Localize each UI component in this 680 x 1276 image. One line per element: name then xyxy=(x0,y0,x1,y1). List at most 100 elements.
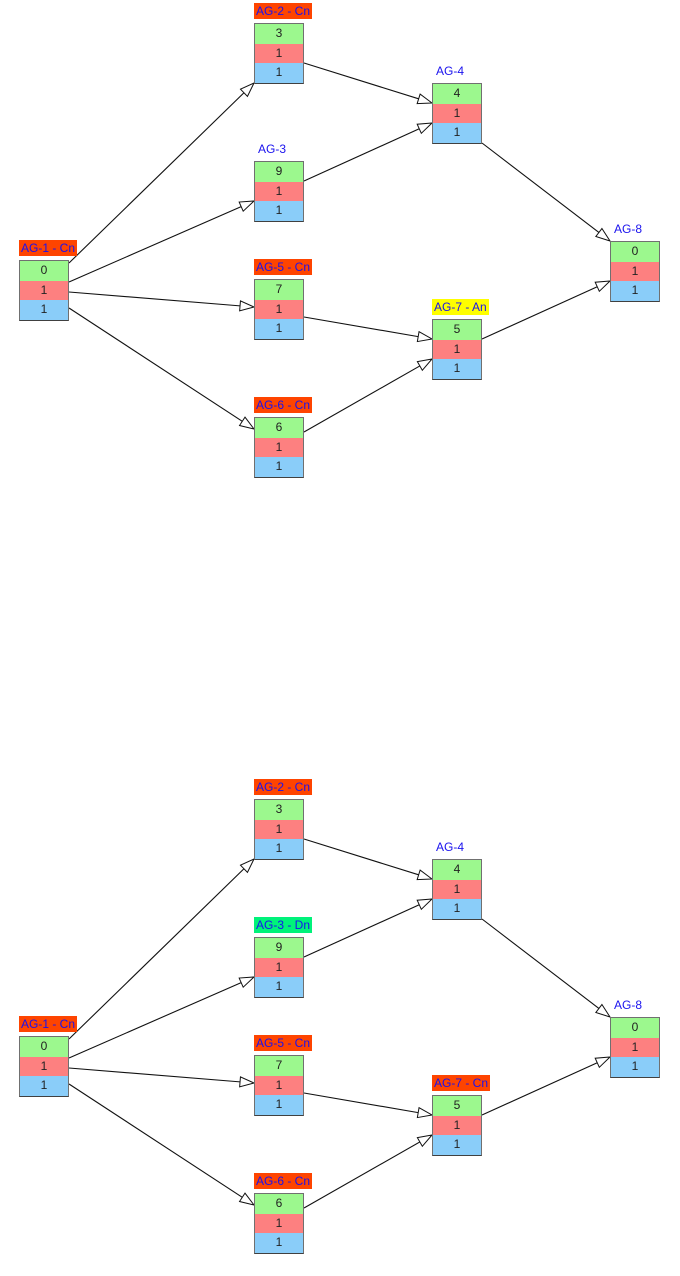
node-value-row-1: 9 xyxy=(255,938,303,958)
edge-line xyxy=(303,904,420,958)
arrowhead-icon xyxy=(595,1003,612,1018)
node-value-row-1: 0 xyxy=(611,1018,659,1038)
node-value-row-2: 1 xyxy=(433,1115,481,1136)
edge-line xyxy=(481,918,600,1009)
edge-ag7-ag8 xyxy=(481,280,612,340)
node-value-row-3: 1 xyxy=(433,359,481,380)
node-value-row-3: 1 xyxy=(255,319,303,340)
edge-line xyxy=(68,1083,243,1198)
edge-ag6-ag7 xyxy=(303,358,434,433)
node-value-row-1: 0 xyxy=(20,1037,68,1057)
edge-ag1-ag6 xyxy=(68,1083,256,1206)
node-value-row-2: 1 xyxy=(255,819,303,840)
node-value-row-1: 0 xyxy=(20,261,68,281)
edge-line xyxy=(303,62,419,100)
arrowhead-icon xyxy=(416,1106,434,1119)
node-value-row-3: 1 xyxy=(255,1233,303,1254)
arrowhead-icon xyxy=(594,280,612,293)
node-label: AG-5 - Cn xyxy=(254,1035,313,1051)
edge-line xyxy=(481,142,600,233)
arrowhead-icon xyxy=(416,93,434,105)
edge-line xyxy=(68,982,242,1059)
node-label: AG-8 xyxy=(614,998,643,1012)
node-value-row-1: 5 xyxy=(433,320,481,340)
node-value-row-2: 1 xyxy=(611,261,659,282)
node-value-row-3: 1 xyxy=(255,839,303,860)
edge-ag1-ag2 xyxy=(68,857,256,1040)
node-label: AG-6 - Cn xyxy=(254,1173,313,1189)
node-label: AG-5 - Cn xyxy=(254,259,313,275)
edge-ag2-ag4 xyxy=(303,62,434,105)
edge-line xyxy=(303,838,419,876)
arrowhead-icon xyxy=(238,416,256,430)
edge-ag1-ag3 xyxy=(68,976,256,1059)
edge-line xyxy=(68,307,243,422)
node-value-row-3: 1 xyxy=(611,1057,659,1078)
arrowhead-icon xyxy=(416,358,434,372)
node-value-row-1: 6 xyxy=(255,418,303,438)
node-value-row-2: 1 xyxy=(255,1075,303,1096)
node-value-row-3: 1 xyxy=(255,977,303,998)
node-value-row-1: 7 xyxy=(255,1056,303,1076)
node-value-row-3: 1 xyxy=(255,457,303,478)
node-value-row-3: 1 xyxy=(433,123,481,144)
node-value-row-1: 4 xyxy=(433,860,481,880)
node-label: AG-1 - Cn xyxy=(19,240,78,256)
arrowhead-icon xyxy=(594,1056,612,1069)
arrowhead-icon xyxy=(239,300,256,312)
node-value-row-2: 1 xyxy=(20,280,68,301)
arrowhead-icon xyxy=(416,898,434,911)
node-label: AG-2 - Cn xyxy=(254,779,313,795)
arrowhead-icon xyxy=(416,330,434,343)
node-value-row-2: 1 xyxy=(433,103,481,124)
edge-ag1-ag6 xyxy=(68,307,256,430)
arrowhead-icon xyxy=(416,122,434,135)
node-label: AG-8 xyxy=(614,222,643,236)
edge-ag3-ag4 xyxy=(303,122,434,182)
arrowhead-icon xyxy=(239,1076,256,1088)
node-value-row-1: 3 xyxy=(255,800,303,820)
edge-ag2-ag4 xyxy=(303,838,434,881)
edge-ag5-ag7 xyxy=(303,316,434,343)
edges-layer xyxy=(68,838,612,1209)
edge-line xyxy=(68,206,242,283)
node-value-row-3: 1 xyxy=(255,201,303,222)
node-value-row-1: 3 xyxy=(255,24,303,44)
edge-line xyxy=(303,365,421,433)
edge-ag5-ag7 xyxy=(303,1092,434,1119)
edges-layer xyxy=(68,62,612,433)
node-label: AG-7 - An xyxy=(432,299,489,315)
node-value-row-2: 1 xyxy=(433,339,481,360)
edge-ag4-ag8 xyxy=(481,142,612,242)
node-value-row-3: 1 xyxy=(433,1135,481,1156)
node-value-row-2: 1 xyxy=(255,43,303,64)
node-value-row-2: 1 xyxy=(611,1037,659,1058)
node-value-row-3: 1 xyxy=(20,1076,68,1097)
edge-ag6-ag7 xyxy=(303,1134,434,1209)
edge-line xyxy=(481,1062,598,1116)
node-value-row-1: 0 xyxy=(611,242,659,262)
node-value-row-3: 1 xyxy=(611,281,659,302)
edge-ag4-ag8 xyxy=(481,918,612,1018)
node-value-row-1: 9 xyxy=(255,162,303,182)
node-value-row-2: 1 xyxy=(255,181,303,202)
edge-line xyxy=(303,1141,421,1209)
edge-line xyxy=(303,1092,419,1114)
node-label: AG-4 xyxy=(436,840,465,854)
node-label: AG-6 - Cn xyxy=(254,397,313,413)
node-label: AG-3 xyxy=(258,142,287,156)
